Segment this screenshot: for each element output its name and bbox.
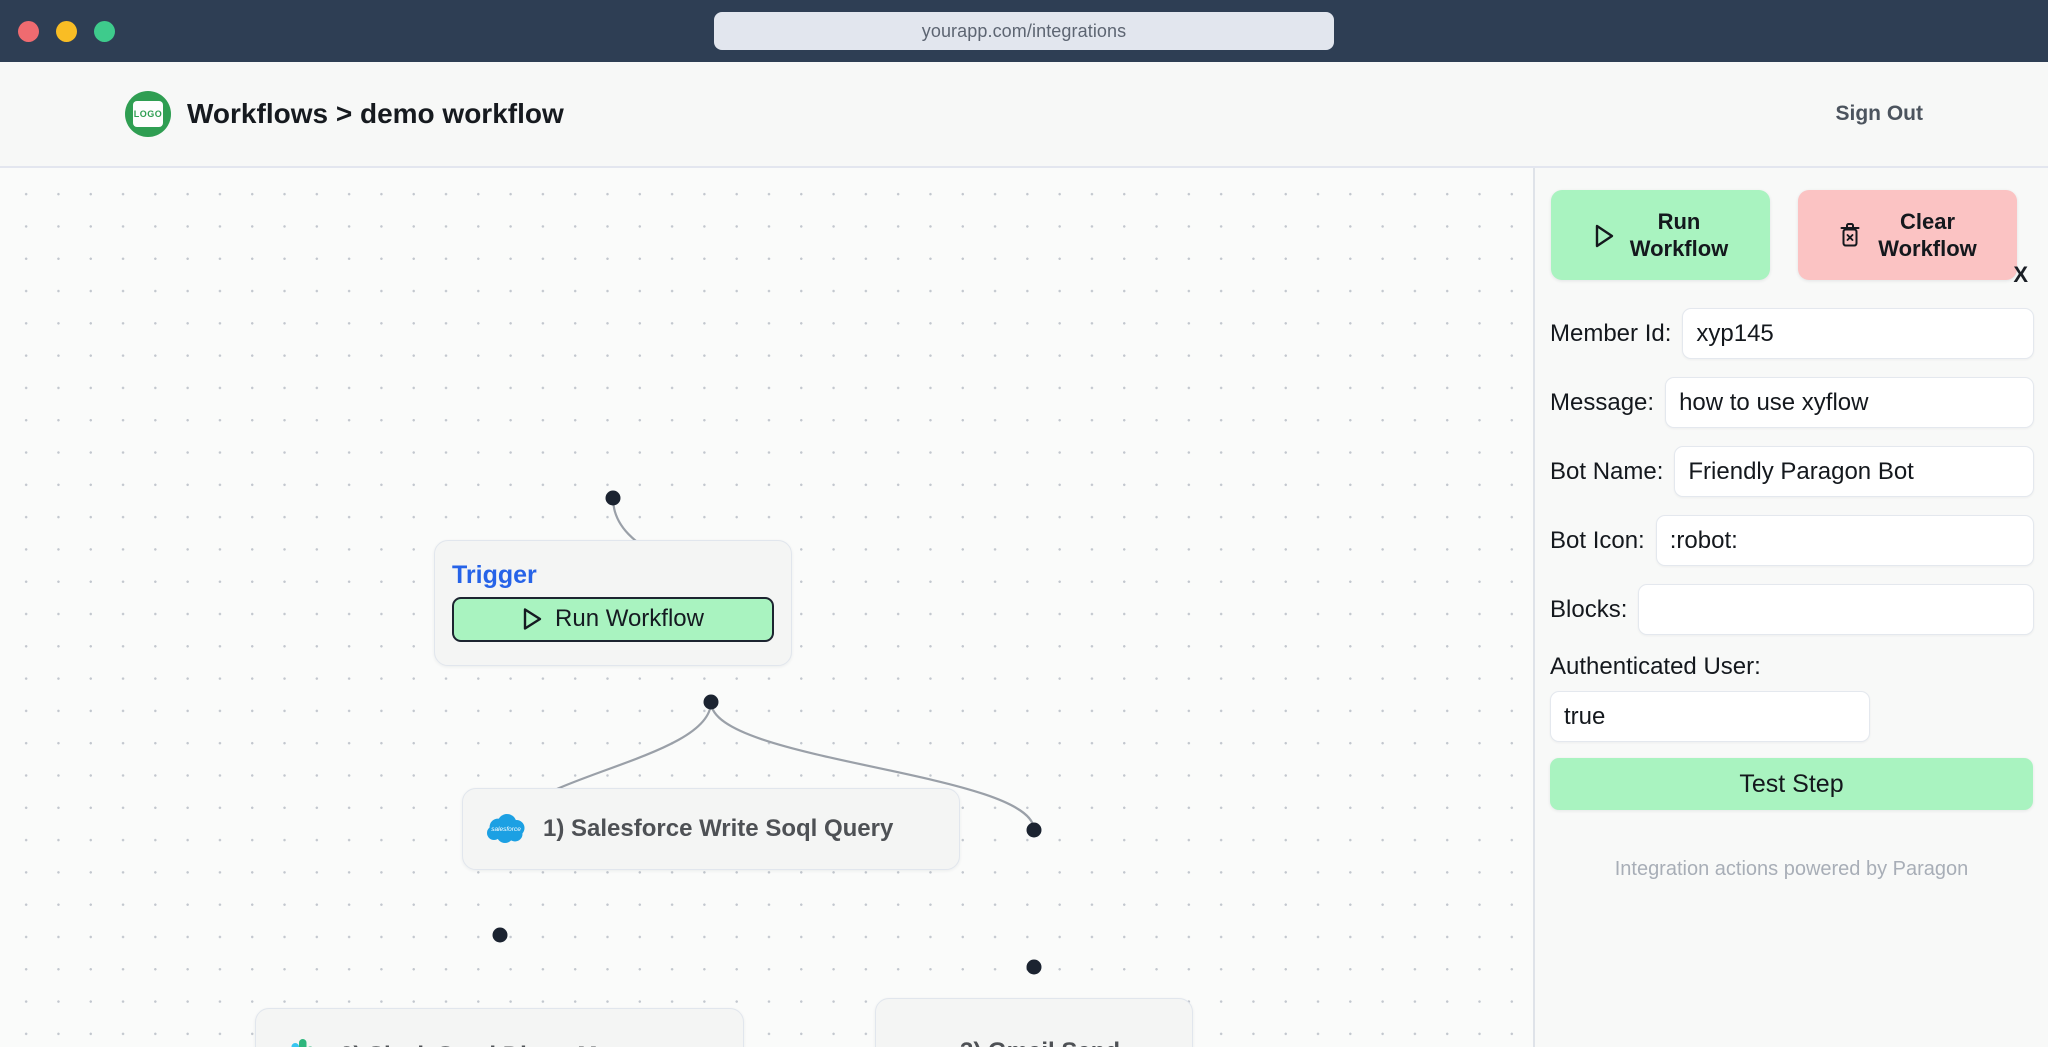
powered-by-label: Integration actions powered by Paragon — [1614, 858, 1969, 880]
workflow-node-gmail[interactable]: 3) Gmail Send Email — [875, 998, 1193, 1047]
field-authenticated-user: Authenticated User: true — [1535, 653, 2048, 742]
canvas-sidebar-divider — [1533, 168, 1535, 1047]
authenticated-user-input[interactable]: true — [1550, 691, 1870, 742]
member-id-input[interactable]: xyp145 — [1682, 308, 2034, 359]
field-message: Message: how to use xyflow — [1535, 377, 2048, 428]
run-workflow-label: Run Workflow — [1629, 208, 1729, 262]
salesforce-node-title: 1) Salesforce Write Soql Query — [543, 815, 894, 842]
window-traffic-lights — [18, 0, 115, 62]
workflow-node-trigger[interactable]: Trigger Run Workflow — [434, 540, 792, 666]
breadcrumb: Workflows > demo workflow — [187, 98, 564, 129]
field-label: Message: — [1550, 388, 1655, 416]
step-configuration-form: Member Id: xyp145 Message: how to use xy… — [1535, 308, 2048, 881]
play-icon — [522, 607, 543, 631]
address-bar-url: yourapp.com/integrations — [921, 20, 1127, 41]
field-member-id: Member Id: xyp145 — [1535, 308, 2048, 359]
handle-slack-out[interactable] — [492, 927, 508, 943]
window-maximize-button[interactable] — [94, 20, 115, 42]
handle-salesforce-out[interactable] — [703, 694, 719, 710]
edge-salesforce-to-gmail — [709, 701, 1036, 831]
test-step-button[interactable]: Test Step — [1550, 758, 2033, 810]
clear-workflow-button[interactable]: Clear Workflow — [1798, 190, 2017, 280]
slack-node-title: 2) Slack Send Direct Message — [340, 1042, 679, 1047]
trigger-run-workflow-button[interactable]: Run Workflow — [452, 596, 774, 642]
field-label: Bot Icon: — [1550, 526, 1645, 554]
brand-block: LOGO Workflows > demo workflow — [125, 91, 564, 137]
play-icon — [1593, 223, 1614, 248]
app-logo-icon: LOGO — [125, 91, 171, 137]
bot-icon-input[interactable]: :robot: — [1655, 515, 2034, 566]
svg-text:salesforce: salesforce — [491, 826, 521, 833]
blocks-input[interactable] — [1638, 584, 2034, 635]
field-label: Blocks: — [1550, 595, 1628, 623]
workflow-action-buttons: Run Workflow Clear Workflow — [1551, 190, 2017, 280]
handle-gmail-out[interactable] — [1026, 959, 1042, 975]
configuration-sidebar: Run Workflow Clear Workflow X Member Id:… — [1535, 168, 2048, 1047]
logo-inner-text: LOGO — [133, 101, 163, 127]
trigger-node-label: Trigger — [452, 560, 537, 589]
clear-workflow-label: Clear Workflow — [1878, 208, 1977, 262]
run-workflow-button[interactable]: Run Workflow — [1551, 190, 1770, 280]
salesforce-icon: salesforce — [485, 814, 527, 844]
sign-out-button[interactable]: Sign Out — [1835, 102, 1924, 125]
gmail-node-title: 3) Gmail Send Email — [960, 1037, 1170, 1047]
workflow-canvas[interactable]: Trigger Run Workflow salesf — [0, 168, 1533, 1047]
trash-delete-icon — [1838, 221, 1862, 249]
window-minimize-button[interactable] — [56, 20, 77, 42]
field-bot-name: Bot Name: Friendly Paragon Bot — [1535, 446, 2048, 497]
slack-icon — [280, 1035, 322, 1047]
window-close-button[interactable] — [18, 20, 39, 42]
workflow-node-salesforce[interactable]: salesforce 1) Salesforce Write Soql Quer… — [462, 788, 960, 870]
field-bot-icon: Bot Icon: :robot: — [1535, 515, 2048, 566]
address-bar[interactable]: yourapp.com/integrations — [714, 12, 1334, 50]
field-label: Authenticated User: — [1550, 653, 1761, 680]
workflow-node-slack[interactable]: 2) Slack Send Direct Message — [255, 1008, 744, 1047]
bot-name-input[interactable]: Friendly Paragon Bot — [1674, 446, 2034, 497]
field-blocks: Blocks: — [1535, 584, 2048, 635]
field-label: Bot Name: — [1550, 457, 1664, 485]
field-label: Member Id: — [1550, 319, 1672, 347]
handle-gmail-in[interactable] — [1026, 822, 1042, 838]
handle-trigger-out[interactable] — [605, 490, 621, 506]
trigger-run-workflow-label: Run Workflow — [555, 605, 704, 632]
message-input[interactable]: how to use xyflow — [1665, 377, 2034, 428]
app-header: LOGO Workflows > demo workflow Sign Out — [0, 62, 2048, 168]
browser-chrome-bar: yourapp.com/integrations — [0, 0, 2048, 62]
close-panel-button[interactable]: X — [2013, 262, 2028, 287]
